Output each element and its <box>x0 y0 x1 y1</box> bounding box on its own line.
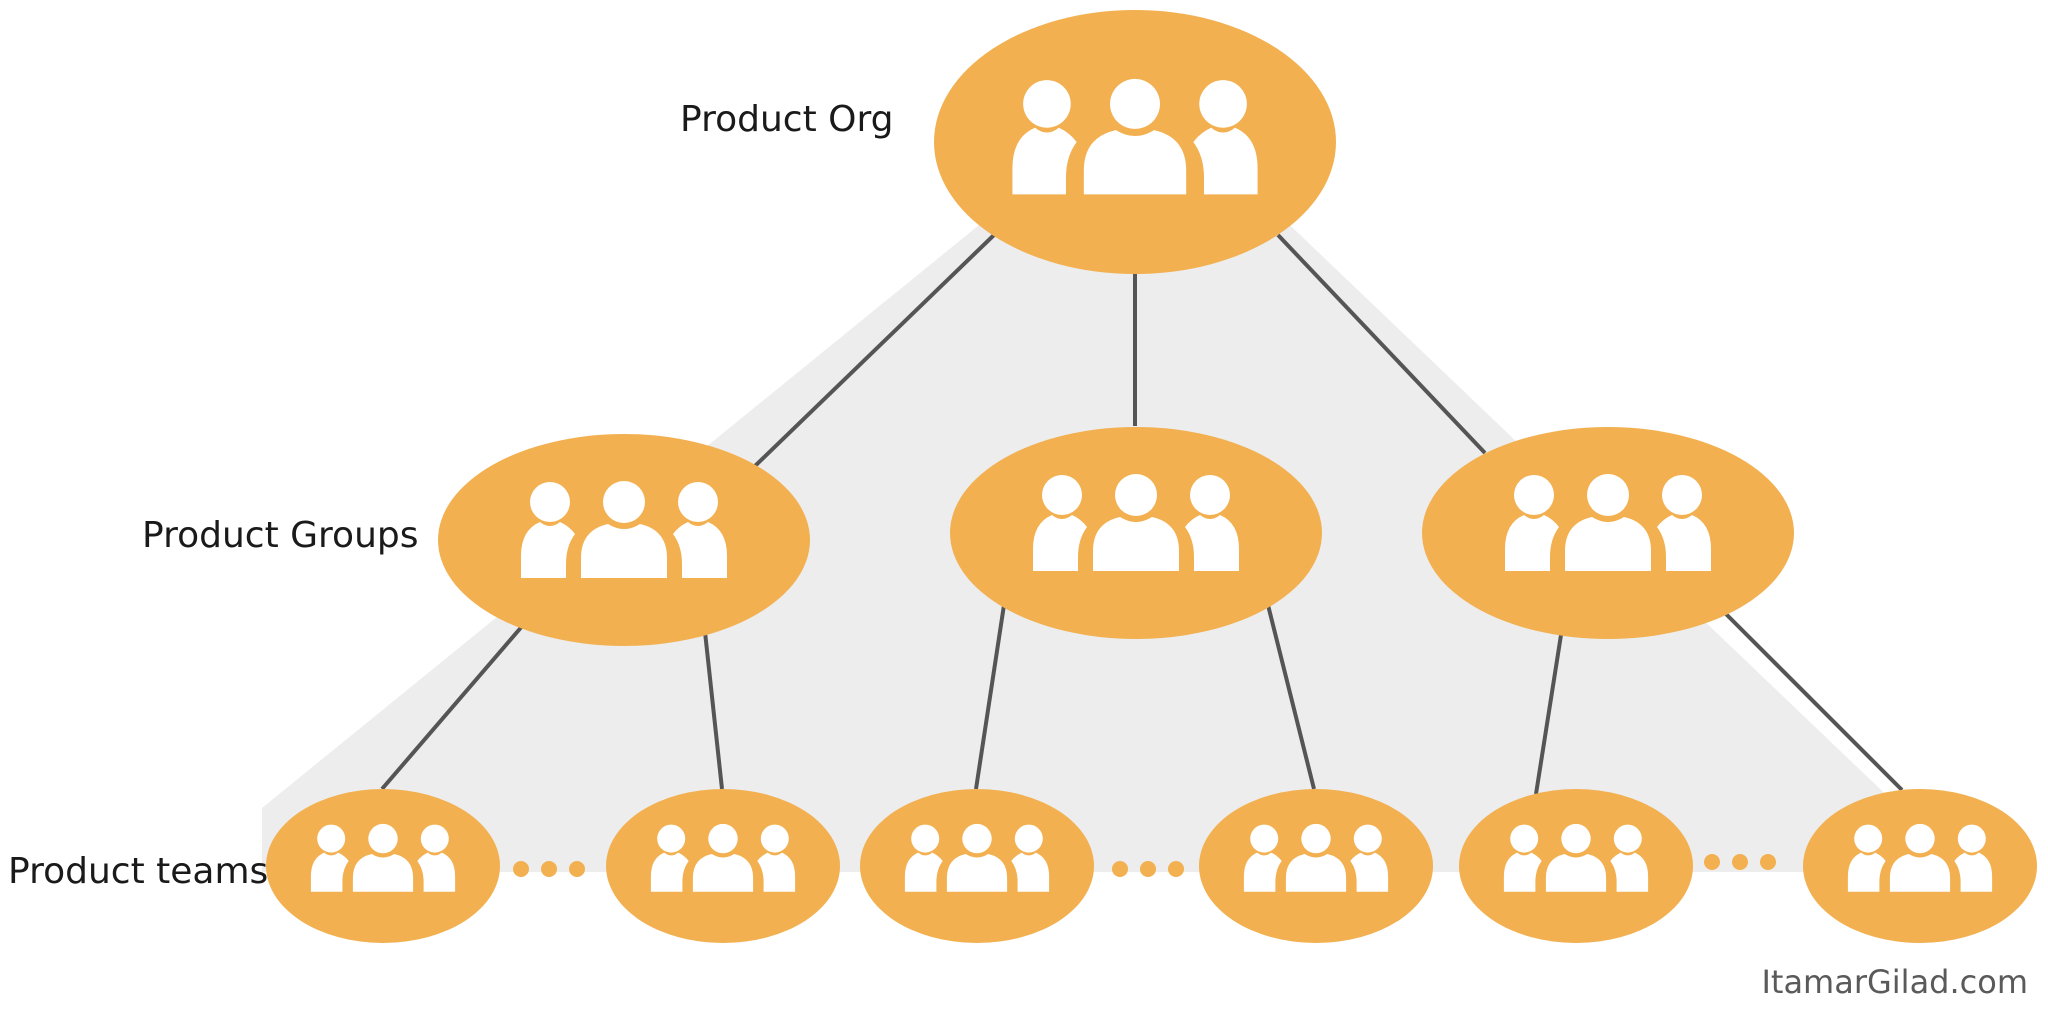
team-1a <box>266 789 500 943</box>
more-teams-ellipsis-2 <box>1112 861 1184 877</box>
connector-group-1-team-1b <box>703 631 724 790</box>
connector-group-2-team-2b <box>1266 604 1316 790</box>
connector-lines <box>380 233 1904 795</box>
level-label-groups: Product Groups <box>142 515 419 556</box>
team-3a <box>1459 789 1693 943</box>
connector-group-3-team-3b <box>1723 611 1904 792</box>
more-teams-ellipsis-3 <box>1704 854 1776 870</box>
people-group-icon <box>1847 823 1993 892</box>
people-group-icon <box>1012 78 1258 195</box>
connector-group-2-team-2a <box>974 604 1006 790</box>
team-3b <box>1803 789 2037 943</box>
connector-group-3-team-3a <box>1534 634 1563 795</box>
people-group-icon <box>1503 823 1649 892</box>
team-2b <box>1199 789 1433 943</box>
level-label-org: Product Org <box>680 99 894 140</box>
connector-org-group-3 <box>1276 233 1487 455</box>
product-group-1 <box>438 434 810 646</box>
people-group-icon <box>904 823 1050 892</box>
people-group-icon <box>310 823 456 892</box>
watermark: ItamarGilad.com <box>1761 963 2028 1001</box>
people-group-icon <box>1505 474 1711 571</box>
product-org-node <box>934 10 1336 274</box>
team-1b <box>606 789 840 943</box>
team-2a <box>860 789 1094 943</box>
product-group-2 <box>950 427 1322 639</box>
people-group-icon <box>1243 823 1389 892</box>
connector-org-group-1 <box>753 233 996 468</box>
product-group-3 <box>1422 427 1794 639</box>
connector-group-1-team-1a <box>380 622 526 791</box>
level-label-teams: Product teams <box>8 851 269 892</box>
people-group-icon <box>521 481 727 578</box>
people-group-icon <box>650 823 796 892</box>
people-group-icon <box>1033 474 1239 571</box>
more-teams-ellipsis-1 <box>513 861 585 877</box>
